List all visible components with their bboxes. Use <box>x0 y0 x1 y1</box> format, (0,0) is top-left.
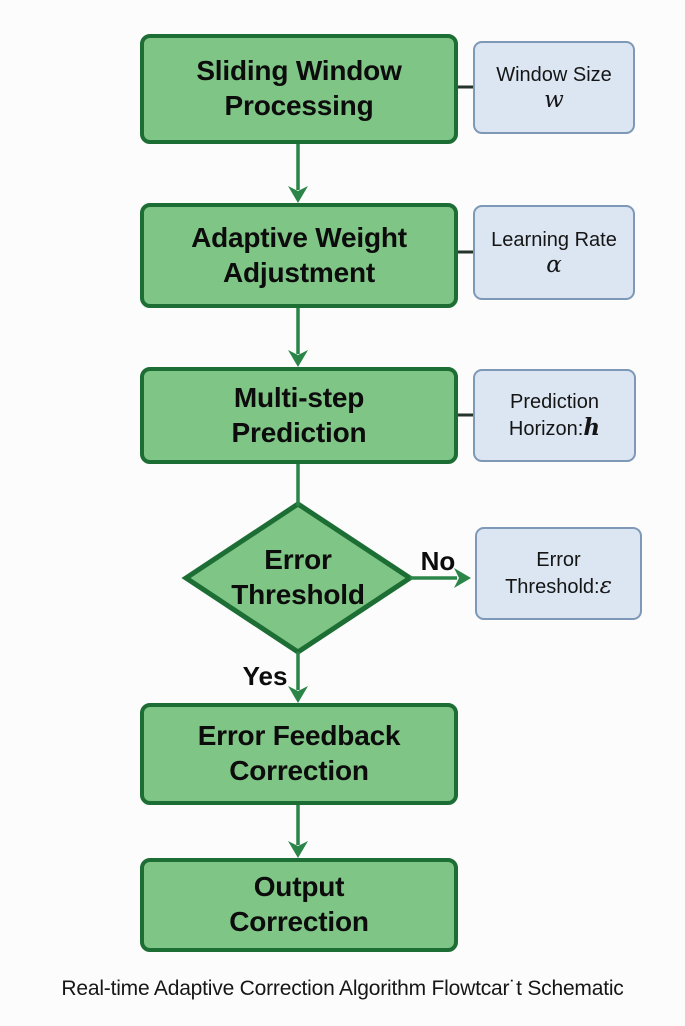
arrow-down-icon <box>288 186 308 203</box>
node-output-correction: Output Correction <box>140 858 458 952</box>
math-symbol-alpha: α <box>546 252 562 279</box>
param-label: Window Size <box>496 63 612 86</box>
node-error-threshold-decision: Error Threshold <box>198 543 398 612</box>
param-error-threshold: Error Threshold: ε <box>475 527 642 620</box>
node-label-line: Processing <box>224 90 374 121</box>
node-label-line: Multi-step <box>233 381 365 413</box>
node-label-line: Output <box>253 871 345 903</box>
node-label-line: Correction <box>229 755 369 786</box>
node-label-line: Correction <box>229 906 369 937</box>
node-label-line: Prediction <box>231 416 367 448</box>
param-label: Learning Rate <box>491 228 617 251</box>
node-label-line: Sliding Window <box>196 55 402 87</box>
param-label-prefix: Threshold: <box>505 575 600 598</box>
node-label-line: Adaptive Weight <box>191 221 407 253</box>
param-label: Prediction <box>510 390 599 413</box>
edge-label-yes: Yes <box>242 661 288 691</box>
edge-label-no: No <box>420 546 456 576</box>
arrow-down-icon <box>288 841 308 858</box>
param-prediction-horizon: Prediction Horizon: h <box>473 369 636 462</box>
node-label-line: Threshold <box>231 578 365 610</box>
param-value-line: α <box>546 252 562 279</box>
math-symbol-w: w <box>544 87 564 114</box>
node-multi-step-prediction: Multi-step Prediction <box>140 367 458 464</box>
arrow-down-icon <box>288 686 308 703</box>
arrow-right-icon <box>454 568 471 588</box>
node-label-line: Error Feedback <box>197 720 401 752</box>
param-label-prefix: Horizon: <box>508 418 584 440</box>
node-sliding-window-processing: Sliding Window Processing <box>140 34 458 144</box>
param-value-line: w <box>544 87 564 114</box>
param-value-line: Threshold: ε <box>505 572 612 600</box>
math-symbol-epsilon: ε <box>599 572 612 599</box>
param-window-size: Window Size w <box>473 41 635 134</box>
node-label-line: Adjustment <box>222 256 375 288</box>
arrow-down-icon <box>288 350 308 367</box>
math-symbol-h: h <box>583 414 601 441</box>
param-value-line: Horizon: h <box>509 415 600 442</box>
node-adaptive-weight-adjustment: Adaptive Weight Adjustment <box>140 203 458 308</box>
node-label-line: Error <box>264 544 332 575</box>
diagram-caption: Real-time Adaptive Correction Algorithm … <box>61 977 624 1000</box>
param-learning-rate: Learning Rate α <box>473 205 635 300</box>
node-error-feedback-correction: Error Feedback Correction <box>140 703 458 805</box>
param-label: Error <box>536 549 581 572</box>
